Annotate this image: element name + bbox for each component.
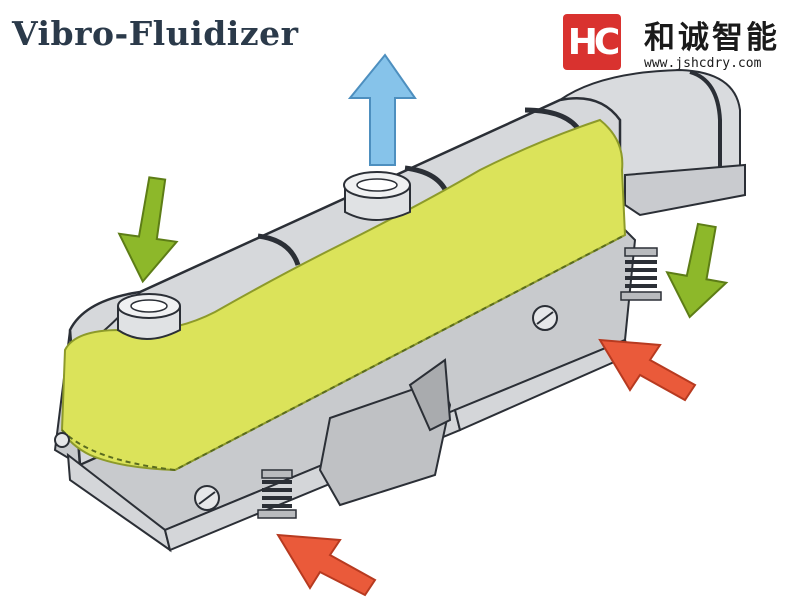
logo-mark: HC <box>567 21 621 63</box>
end-port-left <box>54 432 70 448</box>
front-spring-mount <box>257 469 297 519</box>
chute-bracket <box>408 358 452 432</box>
product-bed-edge <box>61 234 626 472</box>
diagram-title: Vibro-Fluidizer <box>12 14 299 53</box>
brand-url: www.jshcdry.com <box>644 56 762 71</box>
exhaust-outlet-nozzle <box>343 171 411 221</box>
air-in-arrow-rear <box>598 338 697 402</box>
company-logo: HC <box>563 14 621 70</box>
air-port-front <box>194 485 220 511</box>
air-in-arrow-front <box>276 533 377 597</box>
air-port-rear <box>532 305 558 331</box>
feed-in-arrow <box>117 176 179 284</box>
rear-spring-mount <box>620 247 662 301</box>
brand-name: 和诚智能 <box>644 20 780 56</box>
rear-support-bracket <box>624 163 746 217</box>
exhaust-out-arrow <box>347 53 417 166</box>
product-out-arrow <box>665 222 729 319</box>
feed-inlet-nozzle <box>117 293 181 340</box>
